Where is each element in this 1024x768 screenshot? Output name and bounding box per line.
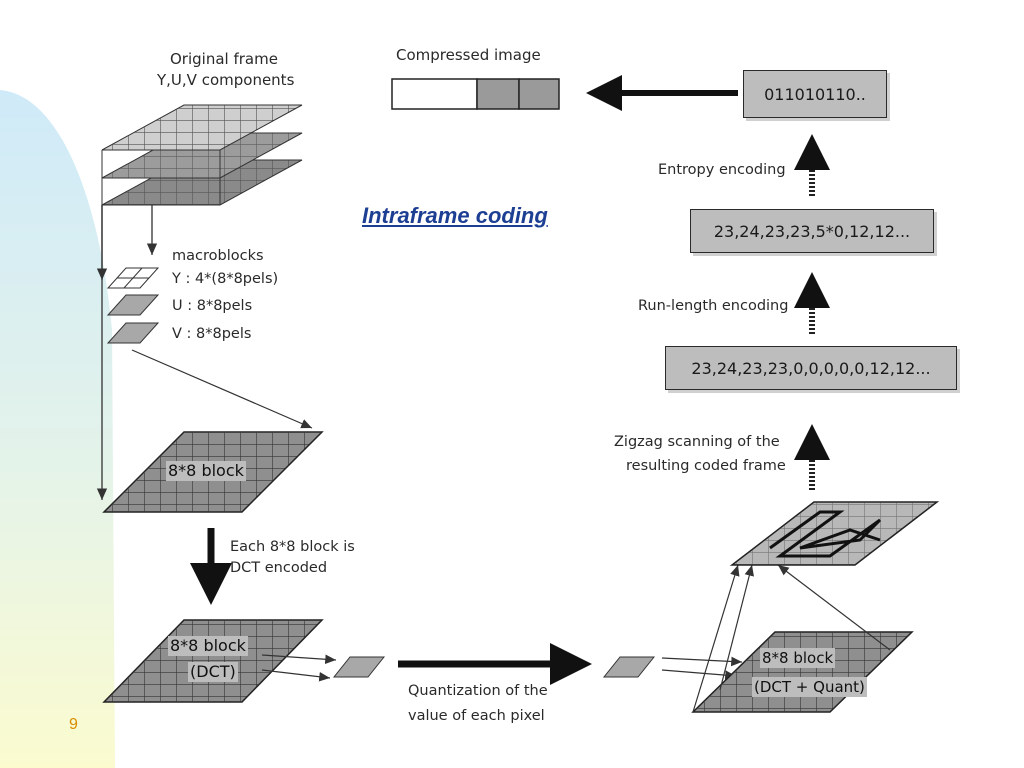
quant-to-block-arrow-1	[661, 656, 743, 667]
to-block-arrow	[131, 349, 313, 429]
quantization-label-line2: value of each pixel	[408, 708, 545, 724]
v-blocks-label: V : 8*8pels	[172, 326, 252, 342]
zigzag-label-line2: resulting coded frame	[626, 458, 786, 474]
macroblocks-label: macroblocks	[172, 248, 264, 264]
up-arrow-1	[692, 564, 740, 713]
compressed-image-label: Compressed image	[396, 46, 541, 64]
macroblock-icons	[106, 267, 160, 344]
page-number: 9	[69, 716, 78, 733]
run-length-label: Run-length encoding	[638, 298, 789, 314]
small-quant-block	[332, 656, 386, 678]
block-quant-label-line1: 8*8 block	[760, 648, 836, 668]
slide-title[interactable]: Intraframe coding	[362, 203, 548, 228]
dct-to-small-arrow-1	[261, 654, 337, 665]
dct-to-small-arrow-2	[261, 669, 331, 682]
zigzag-output-box: 23,24,23,23,0,0,0,0,0,12,12...	[665, 346, 957, 390]
original-frame-label: Original frame	[170, 50, 278, 68]
sidebar-decoration	[0, 90, 115, 768]
compressed-image-bar	[391, 78, 560, 110]
block-dct-grid	[102, 619, 324, 703]
rle-output-box: 23,24,23,23,5*0,12,12...	[690, 209, 934, 253]
up-arrow-3	[777, 564, 891, 651]
block-quant-grid	[691, 631, 914, 713]
y-blocks-label: Y : 4*(8*8pels)	[172, 271, 279, 287]
zigzag-label-line1: Zigzag scanning of the	[614, 434, 780, 450]
entropy-label: Entropy encoding	[658, 162, 786, 178]
original-frame-stack	[101, 104, 303, 206]
yuv-components-label: Y,U,V components	[157, 71, 295, 89]
entropy-output-box: 011010110..	[743, 70, 887, 118]
block-dct-label-line2: (DCT)	[188, 662, 238, 682]
block-quant-label-line2: (DCT + Quant)	[752, 677, 867, 697]
u-blocks-label: U : 8*8pels	[172, 298, 253, 314]
dct-step-label-line1: Each 8*8 block is	[230, 539, 355, 555]
quantization-label-line1: Quantization of the	[408, 683, 548, 699]
zigzag-block	[729, 501, 940, 566]
small-block-after-quant	[602, 656, 656, 678]
block-dct-label-line1: 8*8 block	[168, 636, 248, 656]
up-arrow-2	[719, 564, 754, 691]
dct-step-label-line2: DCT encoded	[230, 560, 328, 576]
block-8x8-label: 8*8 block	[166, 461, 246, 481]
